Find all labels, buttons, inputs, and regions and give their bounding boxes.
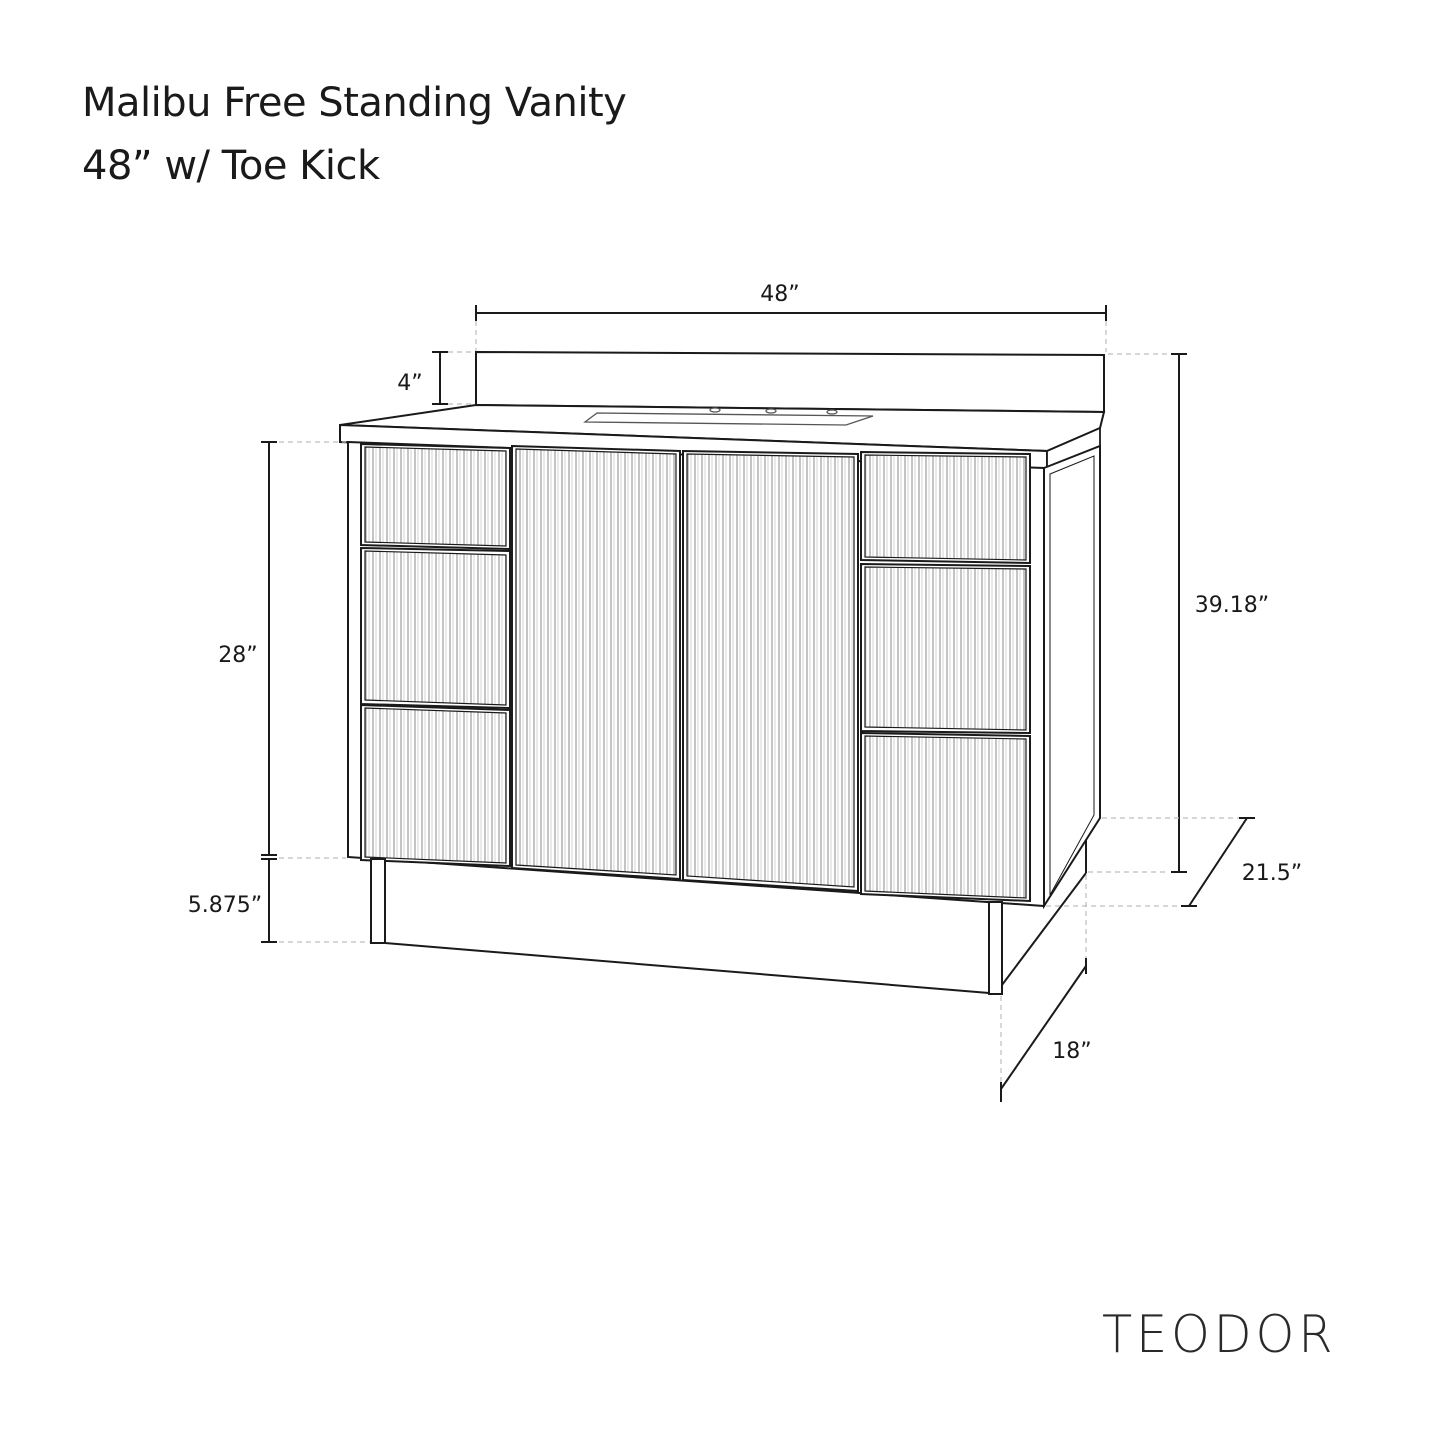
right-drawer-stack (860, 450, 1031, 903)
faucet-hole-icon (765, 408, 777, 414)
cabinet-depth-label: 18” (1052, 1039, 1091, 1064)
backsplash (475, 350, 1105, 414)
top-depth-label: 21.5” (1242, 861, 1302, 886)
toe-kick-height-label: 5.875” (188, 893, 262, 918)
cabinet-height-dimension: 28” (218, 441, 346, 856)
front-left-leg (370, 858, 386, 944)
total-height-label: 39.18” (1195, 593, 1269, 618)
sink (583, 407, 874, 426)
width-dimension: 48” (475, 282, 1107, 352)
left-drawer-stack (360, 442, 511, 868)
total-height-dimension: 39.18” (1088, 353, 1269, 873)
cabinet-height-label: 28” (218, 643, 257, 668)
toe-kick-base (370, 840, 1087, 995)
brand-logo: TEODOR (1102, 1305, 1337, 1365)
faucet-hole-icon (826, 409, 838, 415)
cabinet-depth-dimension: 18” (1000, 875, 1092, 1102)
product-subtitle: 48” w/ Toe Kick (82, 143, 380, 189)
backsplash-height-dimension: 4” (397, 351, 474, 405)
width-label: 48” (760, 282, 799, 307)
top-depth-dimension: 21.5” (1046, 817, 1302, 907)
product-title: Malibu Free Standing Vanity (82, 80, 627, 126)
toe-kick-height-dimension: 5.875” (188, 857, 370, 943)
center-doors (511, 444, 859, 893)
front-right-leg (988, 901, 1003, 995)
faucet-hole-icon (709, 407, 721, 413)
backsplash-height-label: 4” (397, 371, 422, 396)
